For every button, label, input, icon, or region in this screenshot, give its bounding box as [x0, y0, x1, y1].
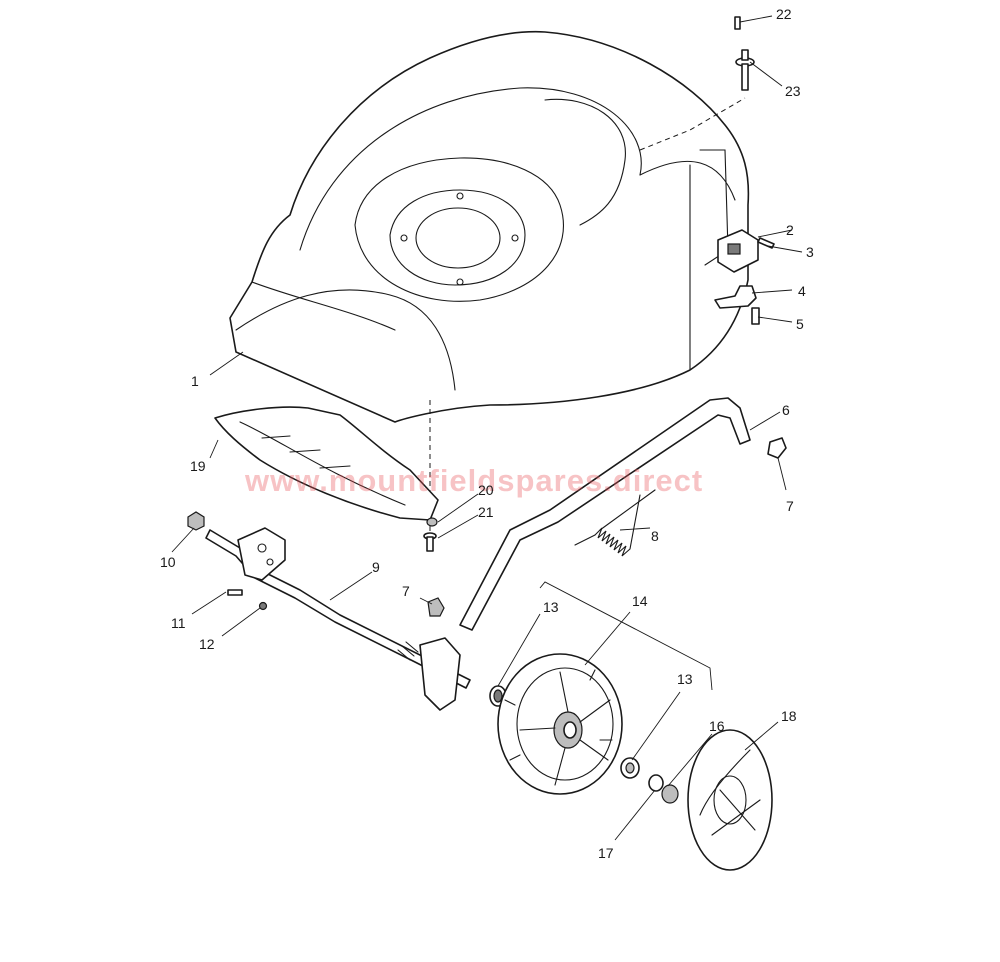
- nut-20: [426, 517, 438, 527]
- wheel-14: [497, 653, 623, 795]
- washer-12: [258, 601, 268, 611]
- watermark-text: www.mountfieldspares.direct: [244, 463, 703, 498]
- nut-7a: [767, 437, 787, 459]
- screw-21: [423, 532, 437, 552]
- callout-labels: 1 2 3 4 5 6 7 7 8 9 10 11 12 13 13 14 16…: [160, 6, 814, 861]
- nut-10: [187, 511, 205, 531]
- hub-cap-18: [687, 729, 773, 871]
- callout-3: 3: [806, 244, 814, 260]
- clip-4: [714, 285, 757, 309]
- callout-12: 12: [199, 636, 215, 652]
- callout-1: 1: [191, 373, 199, 389]
- callout-21: 21: [478, 504, 494, 520]
- lever-rod-6: [459, 397, 751, 631]
- axle-9: [205, 527, 471, 711]
- callout-17: 17: [598, 845, 614, 861]
- rear-flap-19: [214, 406, 439, 521]
- callout-23: 23: [785, 83, 801, 99]
- callout-9: 9: [372, 559, 380, 575]
- callout-7b: 7: [402, 583, 410, 599]
- washer-17: [648, 774, 664, 792]
- bolt-22: [734, 16, 741, 30]
- bearing-13b: [620, 757, 640, 779]
- callout-6: 6: [782, 402, 790, 418]
- callout-20: 20: [478, 482, 494, 498]
- callout-18: 18: [781, 708, 797, 724]
- callout-19: 19: [190, 458, 206, 474]
- callout-13b: 13: [677, 671, 693, 687]
- callout-13a: 13: [543, 599, 559, 615]
- screw-11: [227, 589, 243, 596]
- bracket-2: [717, 229, 759, 273]
- screw-5: [751, 307, 760, 325]
- callout-7a: 7: [786, 498, 794, 514]
- callout-5: 5: [796, 316, 804, 332]
- deck-housing: [229, 30, 750, 545]
- callout-2: 2: [786, 222, 794, 238]
- spring-8: [574, 489, 656, 557]
- callout-22: 22: [776, 6, 792, 22]
- screw-3: [757, 237, 775, 249]
- callout-10: 10: [160, 554, 176, 570]
- nut-16: [661, 784, 679, 804]
- callout-8: 8: [651, 528, 659, 544]
- pin-23: [735, 49, 755, 91]
- leader-lines: [171, 15, 803, 841]
- nut-7b: [427, 597, 445, 617]
- callout-4: 4: [798, 283, 806, 299]
- callout-11: 11: [171, 615, 186, 631]
- callout-14: 14: [632, 593, 648, 609]
- callout-16: 16: [709, 718, 725, 734]
